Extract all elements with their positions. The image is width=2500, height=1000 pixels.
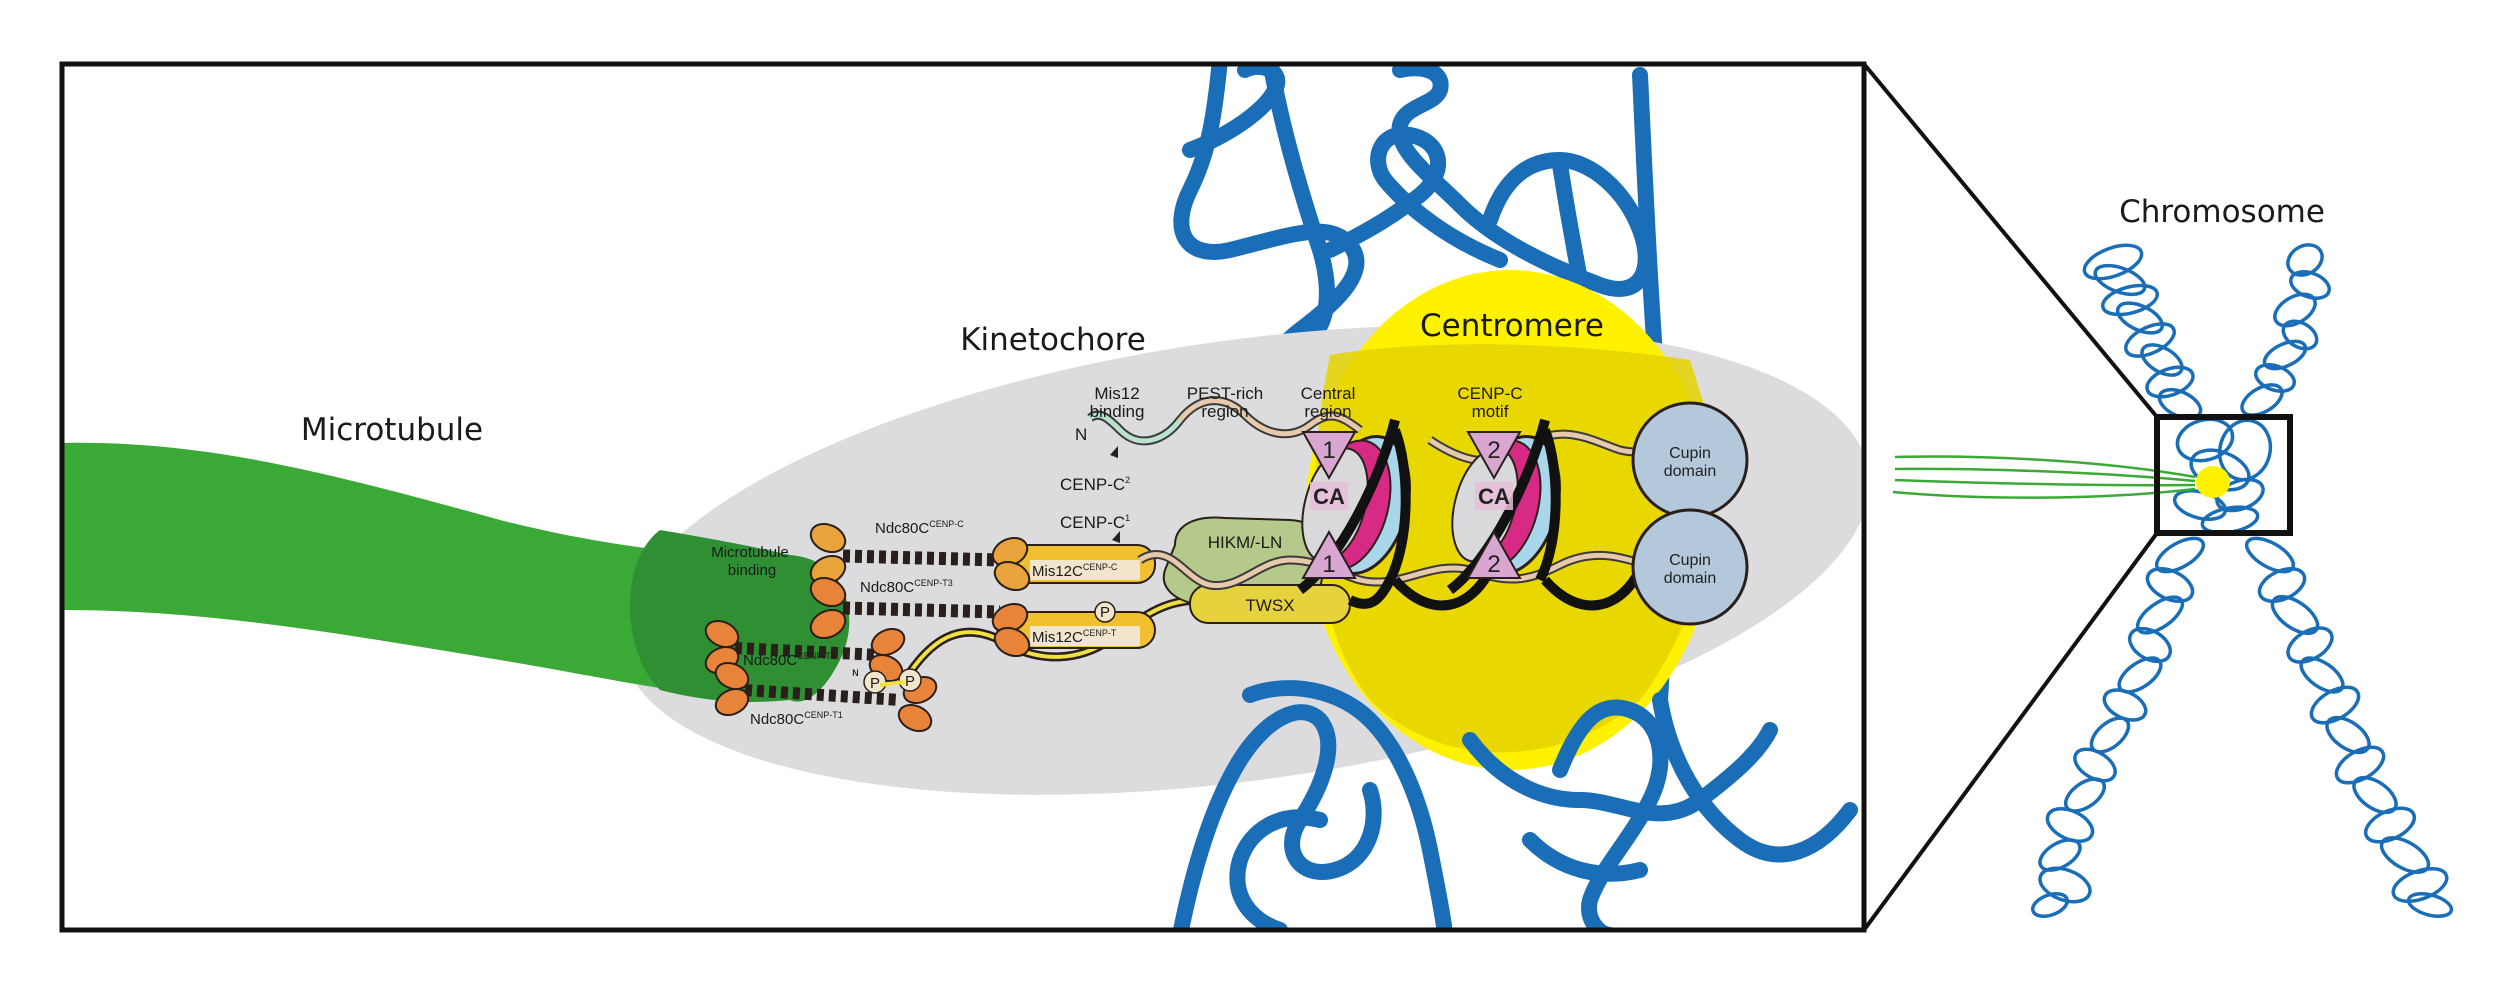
cenp-c1-label: CENP-C1 [1060,513,1130,532]
mis12-cenp-t-label: Mis12CCENP-T [1032,628,1117,646]
cenp-c2-arrow [1110,446,1118,458]
chromosome-centromere-dot [2196,466,2230,498]
zoom-line-top [1862,62,2159,419]
hikm-ln-label: HIKM/-LN [1208,533,1283,552]
ndc80-cenp-t3-label: Ndc80CCENP-T3 [860,578,953,596]
ndc80-cenp-c-label: Ndc80CCENP-C [875,519,964,537]
cenp-c1-arrow [1112,531,1120,543]
cenp-t-n-terminus-label: N [852,669,859,679]
kinetochore-label: Kinetochore [960,322,1146,358]
mis12-binding-label-1: Mis12 [1094,384,1139,403]
detail-panel-content: Microtubule Kinetochore Centromere Micro… [62,64,1864,930]
cenp-c-motif-top-triangle [1466,431,1522,481]
chromosome-label: Chromosome [2119,194,2325,230]
nucleosome-2-ca-label: CA [1478,484,1510,509]
cenp-c-motif-markers [1301,431,1522,579]
ndc80-cenp-t1 [714,661,938,733]
mis12-binding-label-2: binding [1090,402,1145,421]
mis12-complexes [991,536,1156,658]
chromosome-centre [2172,417,2273,535]
detail-panel-frame [59,61,1867,933]
phospho-label-1: P [870,675,880,692]
twsx-label: TWSX [1245,596,1294,615]
phospho-label-2: P [905,673,915,690]
cupin-bottom-label-1: Cupin [1669,552,1711,569]
phospho-label-3: P [1100,604,1110,621]
chromosome-arm-upper-left [2082,243,2203,421]
central-region-bottom-number: 1 [1322,551,1335,578]
ndc80-cenp-t2 [704,619,906,683]
microtubule-binding-label-1: Microtubule [711,544,789,561]
cenp-c-motif-bottom-triangle [1466,529,1522,579]
zoom-region-box [2154,414,2293,536]
nucleosome-1-ca-label: CA [1313,484,1345,509]
cenp-c-motif-top-number: 2 [1487,437,1500,464]
chromosome-arm-lower-left [2030,536,2206,918]
cenp-c-motif-label-1: CENP-C [1457,384,1522,403]
central-region-bottom-triangle [1301,529,1357,579]
centromere-label: Centromere [1420,308,1604,344]
spindle-microtubules [1892,455,2196,499]
cenp-c-motif-label-2: motif [1472,402,1509,421]
mis12-cenp-c-label: Mis12CCENP-C [1032,562,1118,580]
central-region-top-number: 1 [1322,437,1335,464]
lower-chromatin-fiber [1172,680,1858,930]
central-region-top-triangle [1301,431,1357,481]
microtubule-binding-overlap [630,530,850,702]
ndc80-cenp-t2-label: Ndc80CCENP-T2 [743,651,836,669]
pest-region-label-1: PEST-rich [1187,384,1264,403]
ndc80-cenp-t3 [809,576,1001,640]
microtubule-label: Microtubule [301,412,483,448]
microtubule [62,442,790,700]
cupin-domain-bottom [1631,508,1749,626]
pest-region-label-2: region [1201,402,1248,421]
central-region-label-2: region [1304,402,1351,421]
ndc80-complexes [704,522,1001,733]
chromosome-arm-lower-right [2244,536,2454,918]
zoom-line-bottom [1862,531,2159,932]
ndc80-cenp-c [809,522,1001,586]
phospho-markers [863,601,1116,694]
cupin-top-label-2: domain [1664,463,1716,480]
central-region-label-1: Central [1301,384,1356,403]
cenp-c-motif-bottom-number: 2 [1487,551,1500,578]
chromosome [2030,243,2454,918]
cupin-top-label-1: Cupin [1669,445,1711,462]
cupin-bottom-label-2: domain [1664,570,1716,587]
ndc80-cenp-t1-label: Ndc80CCENP-T1 [750,710,843,728]
chromosome-arm-upper-right [2240,243,2331,417]
microtubule-binding-label-2: binding [728,562,776,579]
cenp-c2-label: CENP-C2 [1060,475,1130,494]
n-terminus-label: N [1075,425,1087,444]
